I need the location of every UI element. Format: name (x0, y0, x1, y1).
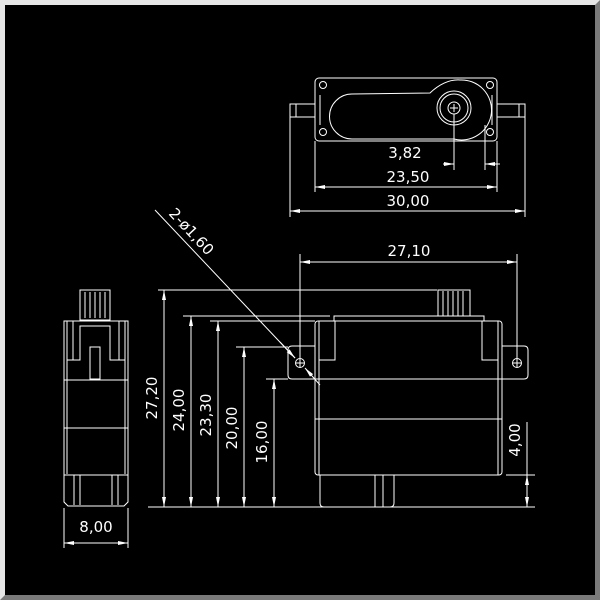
dim-bottom-stub: 4,00 (506, 423, 524, 456)
dim-tab-top: 20,00 (223, 407, 241, 450)
side-view: 8,00 (63, 289, 129, 548)
right-tab (496, 103, 526, 118)
side-spline (79, 289, 111, 321)
mount-hole (319, 81, 327, 89)
dim-body-height: 23,30 (197, 394, 215, 437)
mount-hole (486, 81, 494, 89)
mount-hole (295, 358, 305, 368)
dim-cap-height: 24,00 (170, 389, 188, 432)
hole-note: 2-ø1,60 (165, 204, 217, 258)
mount-hole (486, 128, 494, 136)
mount-hole (319, 128, 327, 136)
top-view: 3,82 23,50 30,00 (289, 77, 526, 217)
side-body (63, 320, 129, 507)
top-cap (333, 315, 485, 322)
mount-hole (512, 358, 522, 368)
top-body (314, 77, 498, 142)
left-mount-tab (287, 345, 315, 380)
servo-horn (329, 79, 493, 141)
front-view: 27,10 2-ø1,60 27,20 24,00 23,30 20,00 16… (143, 204, 535, 508)
servo-body (314, 320, 503, 476)
left-tab (289, 103, 316, 118)
dim-total-height: 27,20 (143, 377, 161, 420)
dim-hole-spacing: 27,10 (388, 242, 431, 260)
dim-body-length: 23,50 (387, 168, 430, 186)
dim-horn-offset: 3,82 (388, 144, 421, 162)
dim-width: 8,00 (79, 518, 112, 536)
right-mount-tab (502, 345, 529, 380)
dim-tab-length: 30,00 (387, 192, 430, 210)
dim-tab-bottom: 16,00 (253, 421, 271, 464)
hole-leader-line (154, 209, 296, 359)
